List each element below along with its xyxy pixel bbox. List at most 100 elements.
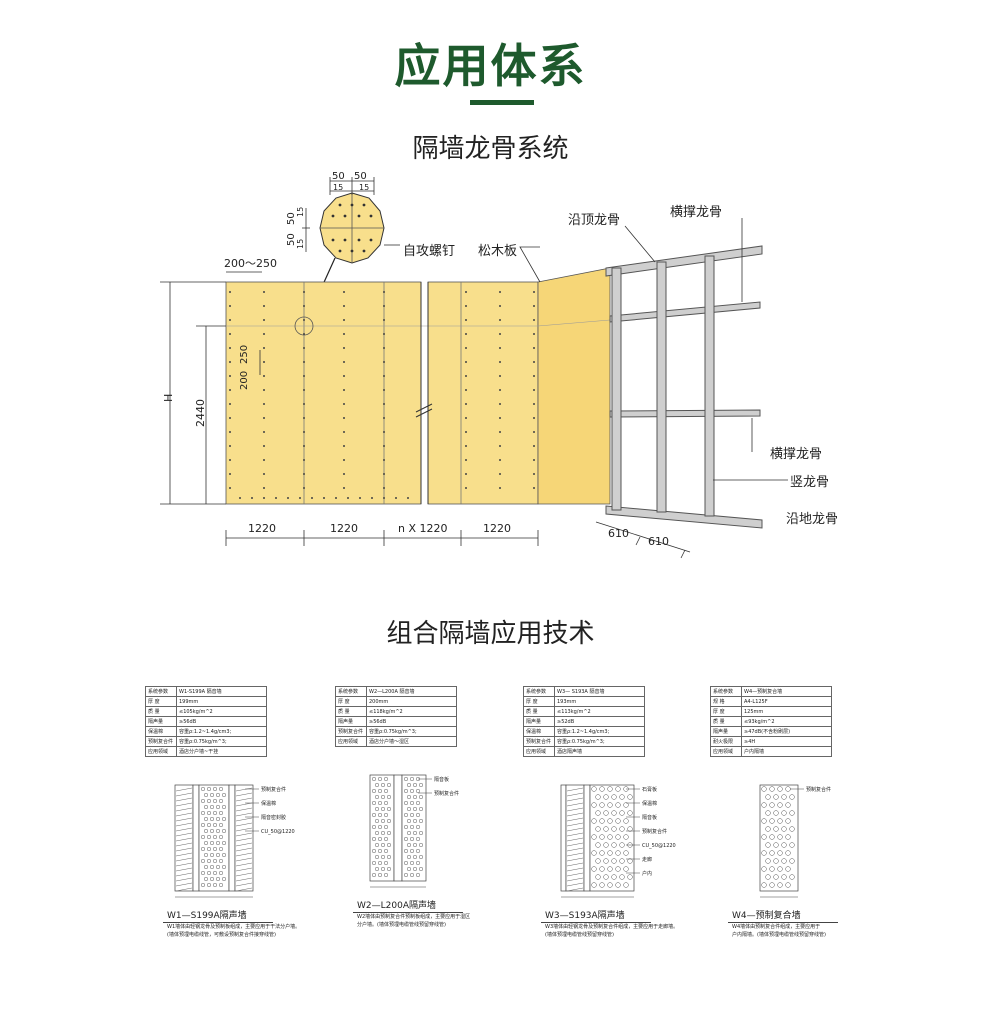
spec-value: ≥52dB — [554, 716, 645, 727]
spec-label: 厚 度 — [335, 696, 367, 707]
wall-note: 户内隔墙。(墙体预埋电缆管线预留穿线管) — [732, 932, 826, 938]
spec-value: 199mm — [176, 696, 267, 707]
spec-row: 应用领域户内隔墙 — [710, 746, 832, 757]
dim-width-n: n X 1220 — [398, 522, 448, 535]
caption-rule — [163, 922, 273, 923]
wall-caption: W2—L200A隔声墙 — [357, 901, 436, 911]
spec-row: 预制复合件容重ρ:0.75kg/m^3; — [145, 736, 267, 747]
spec-value: 200mm — [366, 696, 457, 707]
spec-label: 质 量 — [710, 716, 742, 727]
spec-value: 193mm — [554, 696, 645, 707]
spec-value: A4-L125F — [741, 696, 832, 707]
label-top-track: 沿顶龙骨 — [568, 213, 620, 228]
spec-value: 酒店隔声墙 — [554, 746, 645, 757]
dim-200: 200 — [239, 371, 250, 390]
spec-row: 应用领域酒店分户墙～湿区 — [335, 736, 457, 747]
spec-label: 系统参数 — [335, 686, 367, 697]
caption-rule — [541, 922, 651, 923]
label-floor-track: 沿地龙骨 — [786, 512, 838, 527]
dim-50a: 50 — [332, 171, 345, 182]
dim-width-2: 1220 — [330, 522, 358, 535]
wall-layer — [234, 784, 254, 892]
spec-value: ≤118kg/m^2 — [366, 706, 457, 717]
dim-50b: 50 — [354, 171, 367, 182]
steel-frame — [605, 245, 763, 529]
spec-label: 隔声量 — [523, 716, 555, 727]
screw-detail — [302, 177, 400, 264]
wall-layer — [192, 784, 200, 892]
caption-rule — [353, 912, 463, 913]
dim-50d: 50 — [286, 233, 297, 246]
board-panels — [225, 267, 611, 505]
label-board: 松木板 — [478, 244, 517, 259]
page-title: 应用体系 — [394, 39, 587, 93]
spec-row: 应用领域酒店分户墙~干挂 — [145, 746, 267, 757]
wall-caption: W4—预制复合墙 — [732, 911, 801, 921]
spec-label: 质 量 — [523, 706, 555, 717]
spec-row: 质 量≤118kg/m^2 — [335, 706, 457, 717]
wall-note: W1墙体由轻钢龙骨及预制板组成，主要应用于干法分户墙。 — [167, 924, 301, 930]
spec-label: 厚 度 — [710, 706, 742, 717]
dim-width-3: 1220 — [483, 522, 511, 535]
spec-label: 隔声量 — [335, 716, 367, 727]
spec-row: 隔声量≥56dB — [145, 716, 267, 727]
caption-rule — [728, 922, 838, 923]
spec-value: ≥56dB — [176, 716, 267, 727]
dim-15b: 15 — [359, 183, 369, 192]
spec-value: 户内隔墙 — [741, 746, 832, 757]
spec-value: 125mm — [741, 706, 832, 717]
section-title-walls: 组合隔墙应用技术 — [386, 619, 595, 649]
dim-height: H — [162, 394, 175, 402]
spec-label: 厚 度 — [523, 696, 555, 707]
dim-250: 250 — [239, 345, 250, 364]
dim-15d: 15 — [296, 239, 305, 249]
spec-value: W1-S199A 隔音墙 — [176, 686, 267, 697]
spec-label: 应用领域 — [710, 746, 742, 757]
spec-label: 应用领域 — [335, 736, 367, 747]
spec-row: 耐火极限≥4H — [710, 736, 832, 747]
callout-label: CU_50@1220 — [642, 843, 676, 849]
label-stud: 竖龙骨 — [790, 475, 829, 490]
spec-label: 系统参数 — [710, 686, 742, 697]
spec-label: 质 量 — [335, 706, 367, 717]
callout-label: CU_50@1220 — [261, 829, 295, 835]
spec-value: 酒店分户墙~干挂 — [176, 746, 267, 757]
wall-caption: W3—S193A隔声墙 — [545, 911, 625, 921]
spec-row: 隔声量≥56dB — [335, 716, 457, 727]
spec-label: 预制复合件 — [145, 736, 177, 747]
dim-width-1: 1220 — [248, 522, 276, 535]
title-underline — [470, 100, 534, 105]
spec-value: 容重ρ:1.2~1.4g/cm3; — [554, 726, 645, 737]
spec-row: 应用领域酒店隔声墙 — [523, 746, 645, 757]
spec-value: W3— S193A 隔音墙 — [554, 686, 645, 697]
wall-note: (墙体预埋电缆管线预留穿线管) — [545, 932, 614, 938]
wall-layer — [583, 784, 591, 892]
spec-value: ≥56dB — [366, 716, 457, 727]
spec-row: 质 量≤105kg/m^2 — [145, 706, 267, 717]
dim-15a: 15 — [333, 183, 343, 192]
spec-row: 隔声量≥47dB(不含粉刷层) — [710, 726, 832, 737]
label-screw: 自攻螺钉 — [403, 244, 455, 259]
wall-note: 分户墙。(墙体预埋电缆管线预留穿线管) — [357, 922, 446, 928]
callout-label: 隔音板 — [642, 814, 657, 821]
wall-layer — [228, 784, 236, 892]
callout-label: 户内 — [642, 870, 652, 877]
dim-15c: 15 — [296, 207, 305, 217]
spec-row: 保温棉容重ρ:1.2~1.4g/cm3; — [523, 726, 645, 737]
label-brace: 横撑龙骨 — [770, 447, 822, 462]
callout-label: 隔音板 — [434, 776, 449, 783]
spec-value: ≤105kg/m^2 — [176, 706, 267, 717]
spec-value: 容重ρ:0.75kg/m^3; — [366, 726, 457, 737]
callout-label: 走廊 — [642, 856, 652, 863]
callout-label: 预制复合件 — [434, 790, 459, 797]
